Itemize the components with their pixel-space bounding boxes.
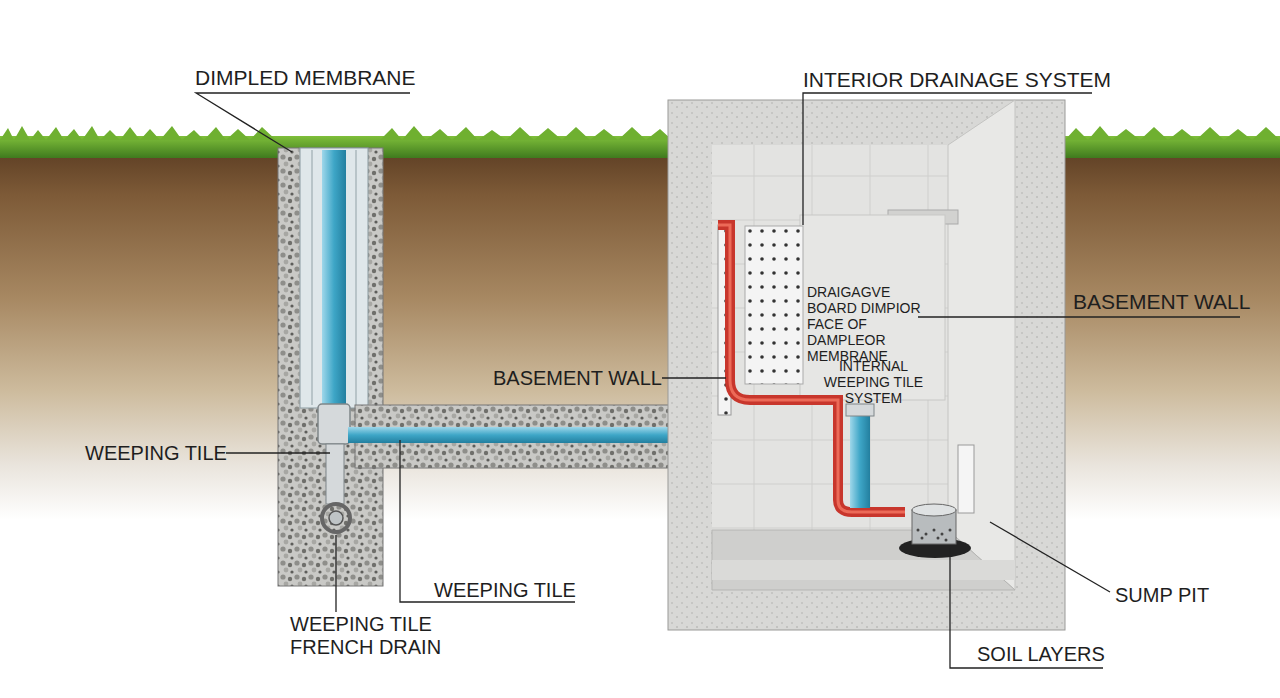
panel-note: DRAIGAGVE BOARD DIMPIOR FACE OF DAMPLEOR… xyxy=(807,284,942,364)
part-label: WEEPING TILE FRENCH DRAIN xyxy=(290,613,450,659)
part-label: SUMP PIT xyxy=(1115,584,1209,607)
part-label: DIMPLED MEMBRANE xyxy=(195,66,416,90)
part-label: BASEMENT WALL xyxy=(1073,290,1250,314)
part-label: SOIL LAYERS xyxy=(977,643,1105,666)
panel-note: INTERNAL WEEPING TILE SYSTEM xyxy=(806,358,941,406)
part-label: WEEPING TILE xyxy=(434,579,576,602)
part-label: BASEMENT WALL xyxy=(493,367,662,390)
part-label: WEEPING TILE xyxy=(85,442,227,465)
part-label: INTERIOR DRAINAGE SYSTEM xyxy=(803,68,1111,92)
